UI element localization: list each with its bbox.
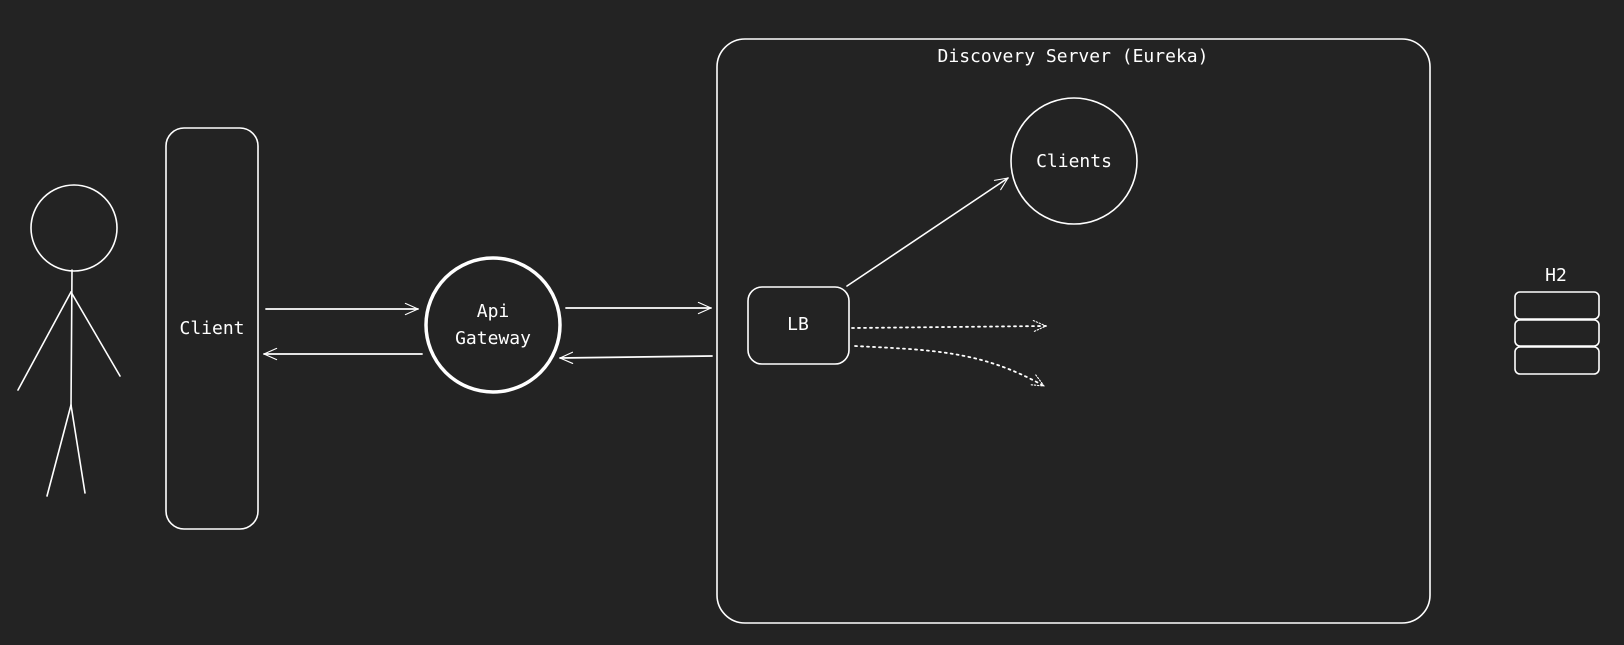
stick-figure-icon [17,184,121,497]
dotted-arrow-lb-1 [851,326,1047,328]
dotted-arrow-lb-2 [854,345,1044,387]
gateway-label-line1: Api [477,301,510,322]
client-box [165,127,259,530]
discovery-server-title: Discovery Server (Eureka) [938,46,1209,67]
clients-node [1010,97,1138,225]
database-label: H2 [1545,265,1567,286]
load-balancer-box [747,286,850,365]
api-gateway-node [424,256,562,394]
arrow-discovery-to-gateway [559,351,713,364]
client-label: Client [179,318,244,339]
gateway-label-line2: Gateway [455,328,531,349]
load-balancer-label: LB [787,314,809,335]
discovery-server-container [716,38,1431,624]
arrow-lb-to-clients [846,177,1009,287]
database-stack-icon [1514,291,1600,375]
clients-label: Clients [1036,151,1112,172]
